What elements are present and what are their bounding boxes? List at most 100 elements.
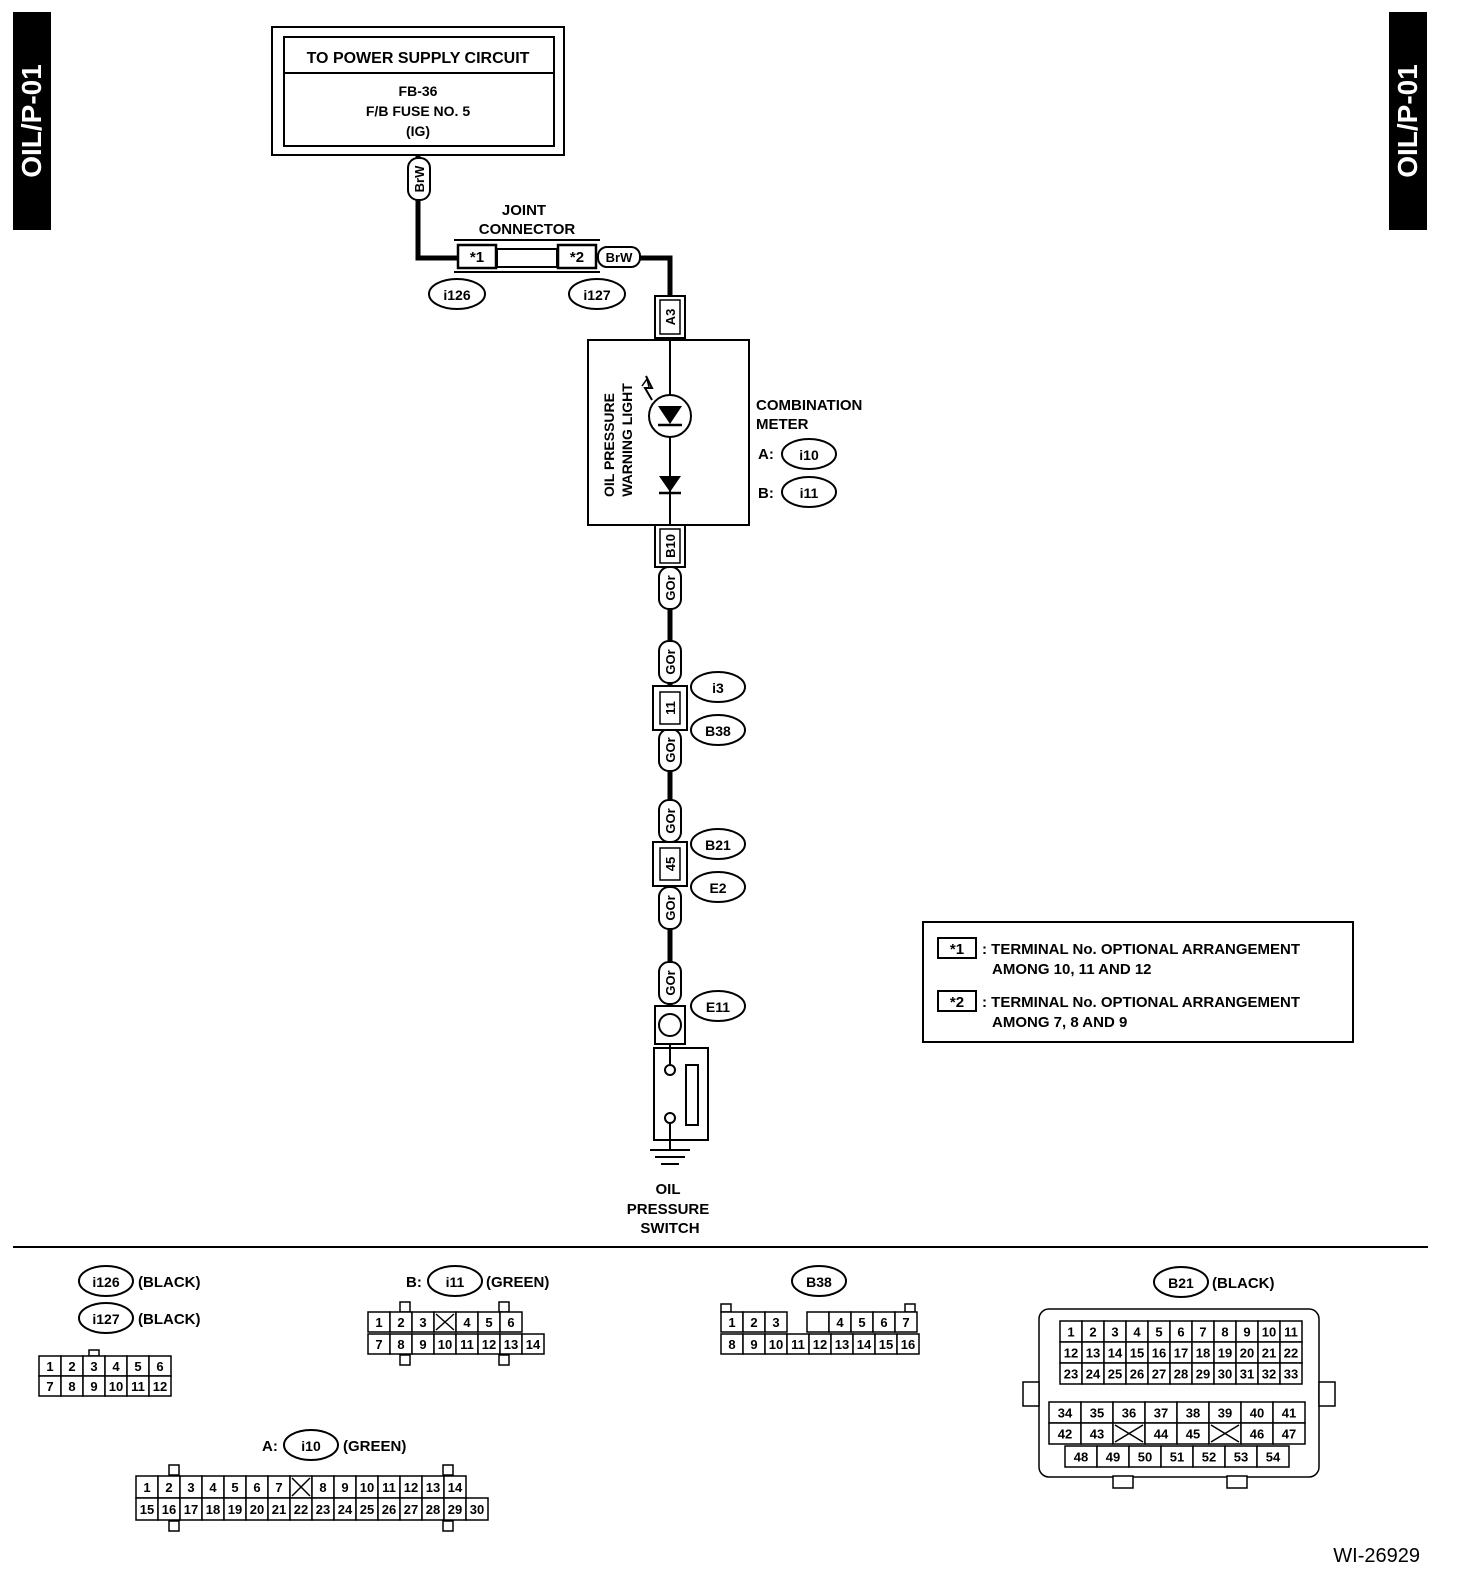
svg-text:CONNECTOR: CONNECTOR <box>479 221 576 238</box>
B21-pin-number: 47 <box>1282 1427 1296 1442</box>
svg-text:METER: METER <box>756 416 809 433</box>
joint-connector: JOINT CONNECTOR *1 *2 BrW i126 i127 <box>428 202 641 310</box>
i10-pin-number: 25 <box>360 1502 374 1517</box>
i10-pin-number: 26 <box>382 1502 396 1517</box>
svg-text:B38: B38 <box>806 1274 832 1290</box>
i11-pin-number: 4 <box>463 1315 471 1330</box>
i10-pin-number: 14 <box>448 1480 463 1495</box>
B21-pin-number: 45 <box>1186 1427 1200 1442</box>
B21-pin-number: 10 <box>1262 1325 1276 1340</box>
svg-text:AMONG 10, 11 AND 12: AMONG 10, 11 AND 12 <box>992 961 1152 978</box>
i10-pin-number: 9 <box>341 1480 348 1495</box>
inline-connector-b21-e2: 45 B21 E2 <box>652 828 746 903</box>
connector-label-e11: E11 <box>706 999 730 1015</box>
B38-pin-number: 2 <box>750 1315 757 1330</box>
i126-pin-number: 1 <box>46 1359 53 1374</box>
B38-pin-number: 16 <box>901 1337 915 1352</box>
svg-text:JOINT: JOINT <box>502 202 546 219</box>
B21-pin-number: 2 <box>1089 1325 1096 1340</box>
B21-pin-number: 24 <box>1086 1367 1101 1382</box>
i10-pin-number: 19 <box>228 1502 242 1517</box>
wire-color-tag-brw-horizontal: BrW <box>606 250 633 265</box>
B21-pin-number: 29 <box>1196 1367 1210 1382</box>
i10-pin-number: 12 <box>404 1480 418 1495</box>
power-supply-title: TO POWER SUPPLY CIRCUIT <box>307 50 530 67</box>
svg-text:45: 45 <box>663 857 678 871</box>
svg-text:i127: i127 <box>92 1311 119 1327</box>
B21-pin-number: 46 <box>1250 1427 1264 1442</box>
svg-text:A:: A: <box>758 446 774 463</box>
joint-terminal-1: *1 <box>470 249 484 266</box>
B21-pin-number: 21 <box>1262 1346 1276 1361</box>
B38-pin-number: 7 <box>902 1315 909 1330</box>
B21-pin-cell <box>1272 1422 1306 1445</box>
figure-id: WI-26929 <box>1333 1545 1420 1567</box>
B21-pin-number: 33 <box>1284 1367 1298 1382</box>
B38-pin-cell <box>764 1311 788 1333</box>
power-supply-fuse: F/B FUSE NO. 5 <box>366 103 470 119</box>
B38-pin-number: 10 <box>769 1337 783 1352</box>
B38-pin-number: 9 <box>750 1337 757 1352</box>
i10-pin-number: 22 <box>294 1502 308 1517</box>
i10-pin-number: 16 <box>162 1502 176 1517</box>
i10-pin-number: 2 <box>165 1480 172 1495</box>
B21-pin-number: 7 <box>1199 1325 1206 1340</box>
B21-pin-number: 49 <box>1106 1450 1120 1465</box>
svg-text:PRESSURE: PRESSURE <box>627 1201 710 1218</box>
i11-pin-number: 1 <box>375 1315 382 1330</box>
svg-text:SWITCH: SWITCH <box>640 1220 699 1237</box>
i10-pin-number: 27 <box>404 1502 418 1517</box>
B21-pin-number: 6 <box>1177 1325 1184 1340</box>
svg-text:GOr: GOr <box>663 895 678 920</box>
svg-text:*2: *2 <box>950 994 964 1011</box>
i11-pin-number: 8 <box>397 1337 404 1352</box>
svg-text:B:: B: <box>758 485 774 502</box>
i10-pin-number: 24 <box>338 1502 353 1517</box>
svg-text:A:: A: <box>262 1438 278 1455</box>
B21-pin-number: 39 <box>1218 1406 1232 1421</box>
i11-pin-number: 11 <box>460 1337 474 1352</box>
B21-pin-number: 4 <box>1133 1325 1141 1340</box>
i11-pin-number: 6 <box>507 1315 514 1330</box>
B21-pin-number: 27 <box>1152 1367 1166 1382</box>
connector-label-i3: i3 <box>712 680 724 696</box>
i10-pin-number: 6 <box>253 1480 260 1495</box>
i10-pin-number: 17 <box>184 1502 198 1517</box>
B21-empty-pin-mark <box>1114 1424 1144 1443</box>
B21-pin-number: 28 <box>1174 1367 1188 1382</box>
svg-text:B:: B: <box>406 1274 422 1291</box>
i10-pin-number: 13 <box>426 1480 440 1495</box>
B38-pin-number: 8 <box>728 1337 735 1352</box>
svg-text:GOr: GOr <box>663 575 678 600</box>
B21-pin-number: 36 <box>1122 1406 1136 1421</box>
B21-pin-number: 11 <box>1284 1325 1298 1340</box>
i10-pin-number: 20 <box>250 1502 264 1517</box>
inline-connector-i3-b38: 11 i3 B38 <box>652 671 746 746</box>
warning-light-label: OIL PRESSURE <box>601 393 617 497</box>
i10-pin-number: 5 <box>231 1480 238 1495</box>
B21-pin-cell <box>1256 1445 1290 1468</box>
joint-terminal-2: *2 <box>570 249 584 266</box>
B21-pin-number: 23 <box>1064 1367 1078 1382</box>
svg-text:GOr: GOr <box>663 808 678 833</box>
B21-pin-cell <box>1279 1362 1303 1385</box>
pin-b10: B10 <box>663 534 678 558</box>
B21-pin-number: 22 <box>1284 1346 1298 1361</box>
B21-pin-number: 3 <box>1111 1325 1118 1340</box>
B21-pin-number: 52 <box>1202 1450 1216 1465</box>
svg-text:WARNING LIGHT: WARNING LIGHT <box>619 383 635 497</box>
pin-a3: A3 <box>663 309 678 326</box>
B21-pin-number: 51 <box>1170 1450 1184 1465</box>
B21-pin-number: 48 <box>1074 1450 1088 1465</box>
B21-pin-number: 43 <box>1090 1427 1104 1442</box>
i10-pin-number: 8 <box>319 1480 326 1495</box>
power-supply-box: TO POWER SUPPLY CIRCUIT FB-36 F/B FUSE N… <box>271 26 565 156</box>
i11-pin-number: 10 <box>438 1337 452 1352</box>
i126-pin-number: 5 <box>134 1359 141 1374</box>
B21-pin-number: 9 <box>1243 1325 1250 1340</box>
i11-pin-number: 13 <box>504 1337 518 1352</box>
note-2: : TERMINAL No. OPTIONAL ARRANGEMENT <box>982 994 1300 1011</box>
connector-label-i10: i10 <box>799 447 819 463</box>
i10-pin-number: 29 <box>448 1502 462 1517</box>
